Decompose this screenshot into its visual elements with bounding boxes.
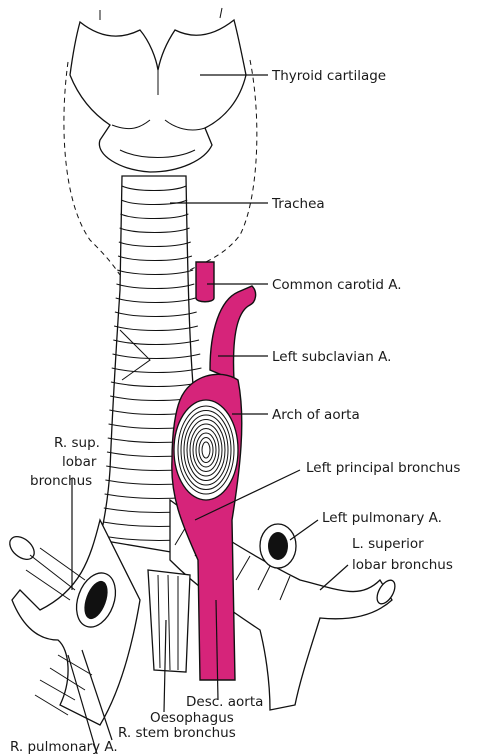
left-subclavian-artery — [210, 286, 256, 380]
label-common-carotid: Common carotid A. — [272, 277, 402, 293]
oesophagus — [148, 570, 190, 672]
label-l-superior-2: lobar bronchus — [352, 557, 453, 573]
left-pulmonary-artery — [260, 524, 296, 568]
label-oesophagus: Oesophagus — [150, 710, 234, 726]
label-r-pulmonary: R. pulmonary A. — [10, 739, 118, 754]
label-r-sup-1: R. sup. — [54, 435, 100, 451]
label-desc-aorta: Desc. aorta — [186, 694, 263, 710]
right-bronchus — [5, 520, 140, 725]
label-l-superior-1: L. superior — [352, 536, 424, 552]
label-left-subclavian: Left subclavian A. — [272, 349, 391, 365]
common-carotid-artery — [196, 262, 214, 302]
label-left-principal-bronchus: Left principal bronchus — [306, 460, 460, 476]
label-arch-of-aorta: Arch of aorta — [272, 407, 360, 423]
label-r-sup-2: lobar — [62, 454, 97, 470]
label-left-pulmonary: Left pulmonary A. — [322, 510, 442, 526]
label-trachea: Trachea — [271, 196, 325, 212]
label-r-stem-bronchus: R. stem bronchus — [118, 725, 236, 741]
thyroid-cartilage — [70, 8, 246, 172]
label-r-sup-3: bronchus — [30, 473, 92, 489]
label-thyroid-cartilage: Thyroid cartilage — [271, 68, 386, 84]
